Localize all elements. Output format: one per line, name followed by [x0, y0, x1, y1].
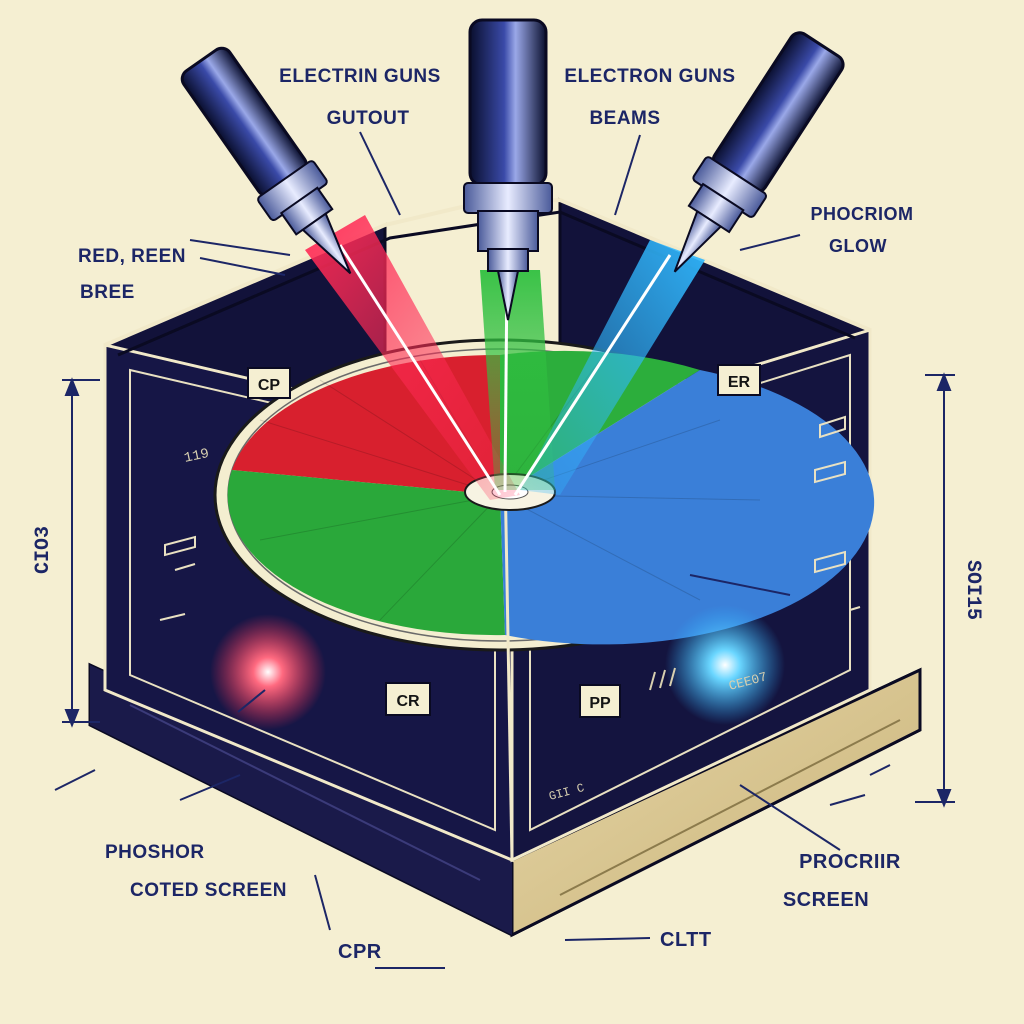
svg-text:GUTOUT: GUTOUT	[327, 108, 410, 129]
svg-text:ELECTRON GUNS: ELECTRON GUNS	[564, 66, 735, 87]
box-cr: CR	[385, 682, 431, 716]
svg-text:GLOW: GLOW	[829, 236, 887, 256]
label-electron-guns-output: ELECTRIN GUNS GUTOUT	[279, 66, 441, 129]
box-cp: CP	[247, 367, 291, 399]
label-phosphor-glow: PHOCRIOM GLOW	[811, 204, 914, 256]
label-phosphor-coated-screen: PHOSHOR COTED SCREEN	[105, 842, 287, 901]
svg-text:PP: PP	[589, 695, 611, 712]
svg-text:CR: CR	[396, 693, 420, 710]
blue-glow-icon	[665, 605, 785, 725]
label-bottom-cpr: CPR	[338, 941, 382, 963]
panel-text-left: 119	[183, 446, 211, 467]
svg-text:BEAMS: BEAMS	[589, 108, 660, 129]
svg-text:ER: ER	[728, 374, 751, 391]
label-electron-guns-beams: ELECTRON GUNS BEAMS	[564, 66, 735, 129]
label-red-green-blue: RED, REEN BREE	[78, 246, 186, 303]
svg-text:BREE: BREE	[80, 282, 135, 303]
dimension-left	[62, 377, 100, 728]
svg-text:PROCRIIR: PROCRIIR	[799, 851, 901, 873]
dim-label-left: CIO3	[32, 526, 55, 574]
cabinet-base	[88, 662, 922, 938]
svg-text:SCREEN: SCREEN	[783, 889, 869, 911]
label-bottom-clt: CLTT	[660, 929, 712, 951]
svg-text:PHOCRIOM: PHOCRIOM	[811, 204, 914, 224]
callout-lines	[54, 131, 891, 969]
svg-text:PHOSHOR: PHOSHOR	[105, 842, 205, 863]
label-procrir-screen: PROCRIIR SCREEN	[783, 851, 901, 911]
svg-text:CP: CP	[258, 377, 281, 394]
red-glow-icon	[210, 614, 326, 730]
electron-beams	[305, 215, 705, 500]
electron-gun-center	[463, 18, 553, 321]
electron-gun-right	[673, 31, 845, 273]
electron-gun-left	[180, 46, 352, 275]
panel-ticks	[649, 667, 676, 691]
dim-label-right: SOI15	[961, 560, 984, 620]
svg-text:RED, REEN: RED, REEN	[78, 246, 186, 267]
dimension-right	[915, 372, 955, 808]
svg-text:COTED SCREEN: COTED SCREEN	[130, 880, 287, 901]
box-er: ER	[717, 364, 761, 396]
box-pp: PP	[579, 684, 621, 718]
wall-brackets	[159, 415, 861, 621]
svg-text:ELECTRIN GUNS: ELECTRIN GUNS	[279, 66, 441, 87]
